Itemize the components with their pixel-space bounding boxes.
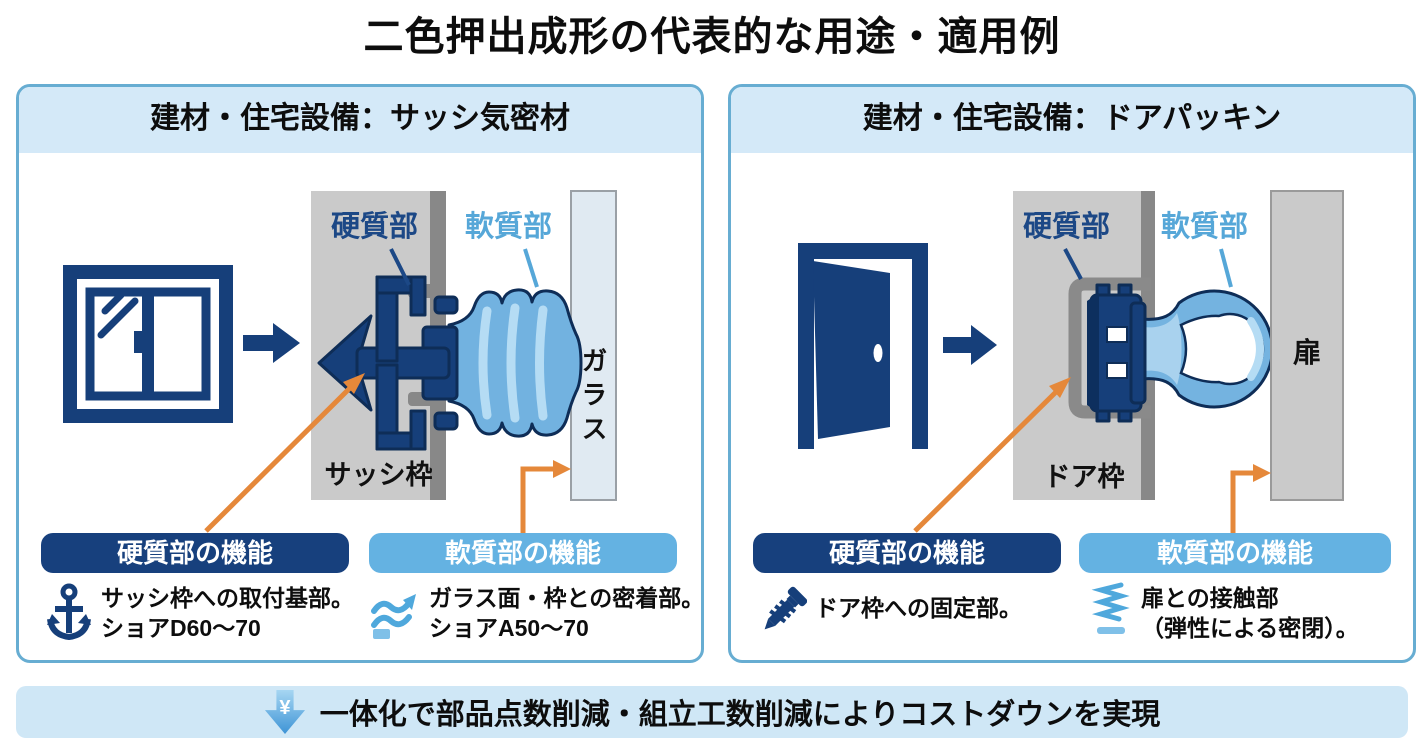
door-icon [798, 243, 928, 449]
hard-seal-shape [1089, 283, 1147, 423]
hard-seal-notches [1106, 326, 1128, 379]
soft-function-pill: 軟質部の機能 [369, 533, 677, 573]
soft-function-line1: ガラス面・枠との密着部。 [429, 585, 704, 611]
page-title: 二色押出成形の代表的な用途・適用例 [363, 15, 1061, 59]
soft-function-text: ガラス面・枠との密着部。 ショアA50〜70 [429, 583, 704, 644]
panel-header: 建材・住宅設備：サッシ気密材 [19, 87, 701, 153]
panel-header: 建材・住宅設備：ドアパッキン [731, 87, 1413, 153]
frame-band-label: サッシ枠 [324, 460, 433, 490]
hard-pointer-arrow [913, 377, 1071, 533]
soft-pointer-arrow [520, 460, 571, 533]
hard-part-label: 硬質部 [1023, 211, 1111, 243]
hard-seal-shape [317, 275, 459, 451]
contact-band-label: ガラス [578, 347, 608, 449]
soft-function-text: 扉との接触部 （弾性による密閉）。 [1141, 583, 1359, 644]
hard-pointer-arrow [204, 373, 365, 533]
door-cross-section-diagram [798, 190, 1344, 533]
soft-label-leader [1219, 248, 1233, 288]
soft-label-leader [523, 248, 539, 288]
right-arrow-icon [943, 325, 997, 365]
door-band [1270, 190, 1344, 501]
hard-function-pill: 硬質部の機能 [753, 533, 1061, 573]
frame-band-label: ドア枠 [1043, 462, 1125, 492]
soft-seal-highlights [478, 303, 548, 423]
soft-part-label: 軟質部 [1161, 211, 1249, 243]
hard-part-label: 硬質部 [331, 211, 419, 243]
screw-icon [764, 586, 807, 630]
sash-cross-section-diagram [63, 190, 617, 533]
panel-door-packing: 建材・住宅設備：ドアパッキン 硬質部 軟質部 ドア枠 扉 硬質部の機能 軟質部の… [728, 84, 1416, 663]
hard-function-line1: ドア枠への固定部。 [815, 595, 1022, 621]
wave-icon [371, 594, 416, 639]
right-arrow-icon [243, 323, 300, 363]
soft-seal-highlight [1247, 317, 1264, 381]
svg-text:¥: ¥ [279, 697, 291, 719]
soft-function-line2: ショアA50〜70 [429, 615, 589, 642]
soft-seal-inner-shade [1143, 313, 1182, 385]
soft-function-line1: 扉との接触部 [1141, 585, 1279, 611]
hard-label-leader [1063, 248, 1083, 280]
footer-banner: ¥ 一体化で部品点数削減・組立工数削減によりコストダウンを実現 [16, 686, 1408, 738]
hard-seal-shadow [1087, 293, 1099, 413]
hard-function-line1: サッシ枠への取付基部。 [101, 585, 354, 611]
soft-pointer-arrow [1230, 464, 1271, 533]
spring-icon [1091, 582, 1130, 634]
soft-part-label: 軟質部 [465, 211, 553, 243]
window-icon [63, 265, 233, 423]
hard-function-text: ドア枠への固定部。 [815, 593, 1022, 623]
anchor-icon [47, 583, 91, 641]
panel-sash-seal: 建材・住宅設備：サッシ気密材 硬質部 軟質部 サッシ枠 ガラス 硬質部の機能 軟… [16, 84, 704, 663]
hard-function-line2: ショアD60〜70 [101, 615, 261, 642]
contact-band-label: 扉 [1292, 337, 1321, 368]
hard-function-text: サッシ枠への取付基部。 ショアD60〜70 [101, 583, 354, 644]
yen-down-arrow-icon: ¥ [264, 690, 305, 734]
door-frame-channel [1068, 277, 1151, 419]
soft-function-line2: （弾性による密閉）。 [1141, 615, 1359, 642]
hard-function-pill: 硬質部の機能 [41, 533, 349, 573]
footer-text: 一体化で部品点数削減・組立工数削減によりコストダウンを実現 [319, 699, 1161, 731]
hard-label-leader [389, 248, 411, 286]
soft-function-pill: 軟質部の機能 [1079, 533, 1391, 573]
